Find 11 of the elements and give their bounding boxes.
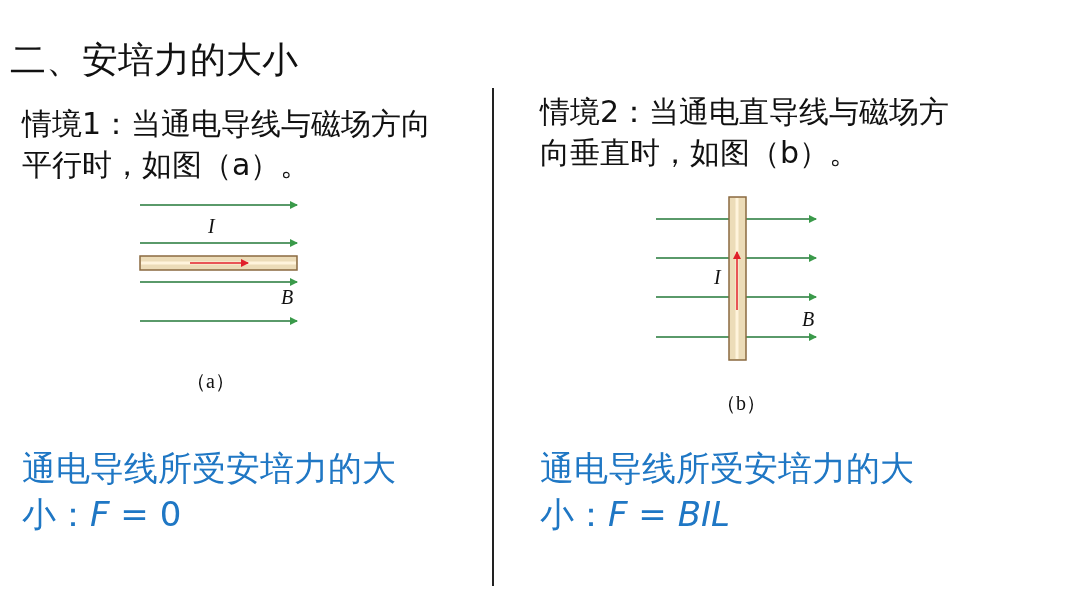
figure-caption: （b） (716, 391, 766, 416)
field-symbol: B (802, 307, 815, 332)
current-symbol: I (208, 216, 215, 236)
situation-text: 情境2：当通电直导线与磁场方向垂直时，如图（b）。 (540, 93, 951, 172)
formula-text: 通电导线所受安培力的大小：F = BIL (540, 447, 915, 536)
figure-caption: （a） (186, 369, 235, 394)
formula-text: 通电导线所受安培力的大小：F = 0 (22, 447, 397, 536)
slide-title: 二、安培力的大小 (10, 38, 298, 82)
field-symbol: B (281, 285, 294, 310)
situation-text: 情境1：当通电导线与磁场方向平行时，如图（a）。 (22, 105, 433, 184)
current-symbol: I (714, 265, 721, 290)
